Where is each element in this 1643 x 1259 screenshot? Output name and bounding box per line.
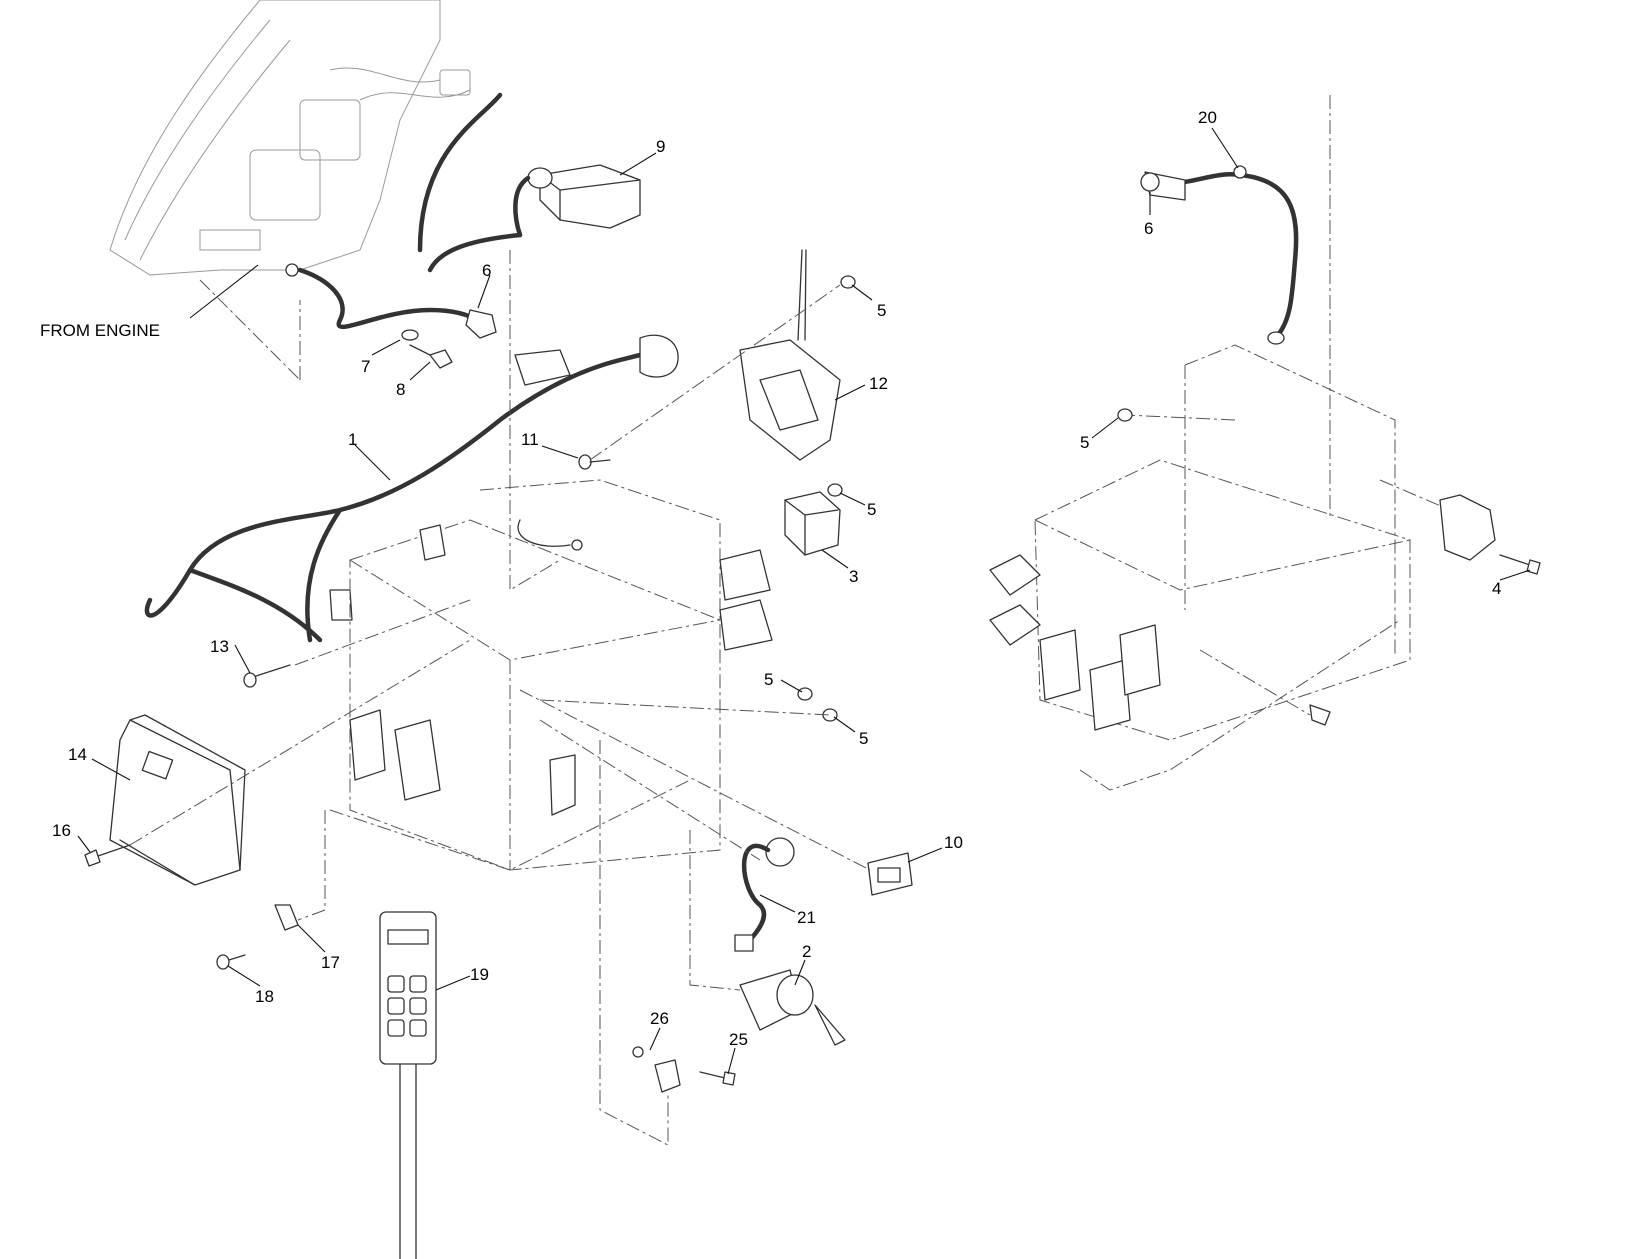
callout-1: 1	[348, 430, 357, 449]
part-5-nut	[827, 483, 843, 497]
from-engine-label: FROM ENGINE	[40, 321, 160, 340]
callout-5: 5	[877, 301, 886, 320]
part-10-switch	[867, 852, 913, 896]
callout-5: 5	[867, 500, 876, 519]
engine-assembly	[109, 0, 471, 381]
callout-11: 11	[521, 430, 539, 449]
part-7-washer	[401, 329, 419, 341]
part-17-clip	[274, 904, 299, 931]
callout-5: 5	[859, 729, 868, 748]
part-5-nut	[1117, 408, 1133, 422]
main-frame	[329, 479, 773, 871]
part-6-battery-cable-right	[1140, 165, 1299, 345]
part-19-remote	[379, 911, 437, 1259]
callout-19: 19	[470, 965, 489, 984]
part-6-battery-cable-left	[285, 263, 497, 339]
part-5-nut	[840, 275, 856, 289]
part-1-wire-harness	[144, 334, 679, 643]
callout-12: 12	[869, 374, 888, 393]
callout-4: 4	[1492, 579, 1501, 598]
callout-2: 2	[802, 942, 811, 961]
callout-numbers: 9 6 7 8 1 11 5 12 5 3 5 5 13 14 16 10 21…	[52, 108, 1501, 1049]
callout-7: 7	[361, 357, 370, 376]
callout-leaders	[77, 127, 1531, 1075]
part-3-relay	[784, 491, 841, 556]
callout-5: 5	[764, 670, 773, 689]
callout-9: 9	[656, 137, 665, 156]
part-26-bracket	[632, 1046, 681, 1093]
callout-21: 21	[797, 908, 816, 927]
callout-17: 17	[321, 953, 340, 972]
part-14-controller	[109, 714, 246, 886]
callout-5: 5	[1080, 433, 1089, 452]
callout-6: 6	[1144, 219, 1153, 238]
part-2-key-switch	[739, 969, 846, 1046]
callout-14: 14	[68, 745, 87, 764]
part-16-bolt	[84, 844, 131, 867]
callout-8: 8	[396, 380, 405, 399]
callout-3: 3	[849, 567, 858, 586]
callout-6: 6	[482, 261, 491, 280]
part-25-screw	[699, 1071, 736, 1086]
part-18-pin	[216, 954, 246, 970]
part-4-bracket-bolt	[1439, 494, 1541, 575]
from-engine-leader	[189, 264, 259, 319]
part-11-pin	[578, 454, 611, 470]
callout-26: 26	[650, 1009, 669, 1028]
part-9-battery-cover	[417, 92, 641, 273]
part-8-bolt	[409, 344, 453, 369]
right-frame-assembly	[989, 95, 1451, 791]
callout-25: 25	[729, 1030, 748, 1049]
part-13-pin	[243, 664, 291, 688]
callout-10: 10	[944, 833, 963, 852]
assembly-lines-left	[129, 250, 871, 1146]
callout-20: 20	[1198, 108, 1217, 127]
callout-13: 13	[210, 637, 229, 656]
part-12-telematics-module	[739, 249, 866, 461]
part-21-socket	[734, 837, 795, 952]
part-5-nut	[797, 687, 813, 701]
callout-18: 18	[255, 987, 274, 1006]
callout-16: 16	[52, 821, 71, 840]
